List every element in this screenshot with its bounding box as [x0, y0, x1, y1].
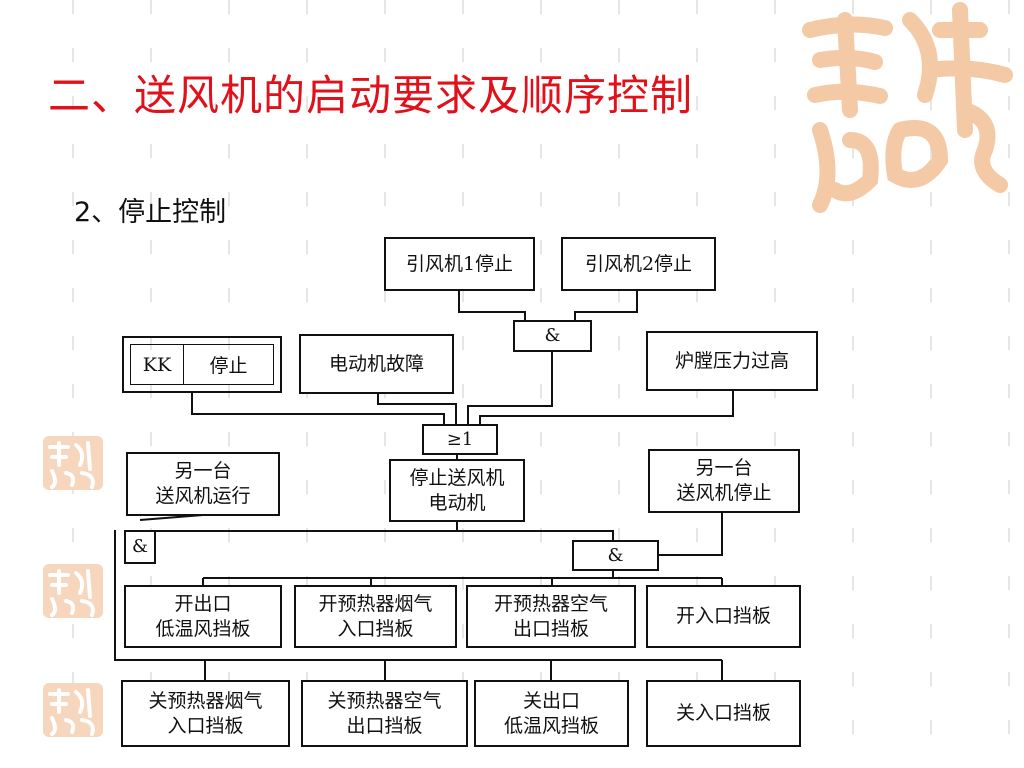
node-motor-fault: 电动机故障 [299, 334, 454, 394]
node-stop-fan-motor: 停止送风机 电动机 [389, 459, 525, 522]
node-other-fan-stopped: 另一台 送风机停止 [648, 449, 800, 513]
node-fan1-stop: 引风机1停止 [384, 237, 535, 291]
wire-fan2-to-and [574, 290, 638, 320]
wire-and-to-or [467, 352, 553, 424]
calligraphy-seal-small-1 [43, 436, 103, 490]
gate-and-left: & [124, 530, 156, 564]
gate-or: ≥1 [422, 424, 498, 455]
slide-subtitle: 2、停止控制 [74, 197, 227, 228]
wire-fault-to-or [377, 394, 457, 424]
wire-stop-bus [156, 530, 614, 540]
calligraphy-seal-logo [802, 2, 1013, 213]
node-close-preheater-air-outlet-damper: 关预热器空气 出口挡板 [301, 680, 468, 747]
gate-and-right: & [572, 540, 659, 571]
calligraphy-seal-small-3 [43, 683, 103, 737]
wire-and-left-down [114, 530, 722, 661]
node-open-preheater-flue-inlet-damper: 开预热器烟气 入口挡板 [294, 585, 457, 648]
node-furnace-pressure-high: 炉膛压力过高 [646, 331, 818, 391]
calligraphy-seal-small-2 [43, 564, 103, 618]
wire-fan1-to-and [458, 290, 526, 320]
node-other-fan-running: 另一台 送风机运行 [126, 452, 280, 516]
node-close-inlet-damper: 关入口挡板 [646, 680, 801, 747]
node-kk-stop-switch: KK 停止 [122, 336, 282, 393]
node-open-outlet-low-temp-damper: 开出口 低温风挡板 [124, 585, 282, 648]
wire-furnace-to-or [479, 390, 734, 424]
wire-kk-to-or [191, 392, 445, 424]
node-fan2-stop: 引风机2停止 [561, 237, 716, 291]
slide-title: 二、送风机的启动要求及顺序控制 [48, 71, 694, 120]
kk-stop-label: 停止 [209, 355, 248, 377]
kk-label: KK [131, 345, 184, 384]
wire-stopped-to-and [659, 513, 723, 556]
node-open-preheater-air-outlet-damper: 开预热器空气 出口挡板 [466, 585, 636, 648]
gate-and-top: & [513, 320, 592, 352]
node-close-outlet-low-temp-damper: 关出口 低温风挡板 [474, 680, 629, 747]
node-close-preheater-flue-inlet-damper: 关预热器烟气 入口挡板 [121, 680, 290, 747]
node-open-inlet-damper: 开入口挡板 [646, 585, 801, 648]
